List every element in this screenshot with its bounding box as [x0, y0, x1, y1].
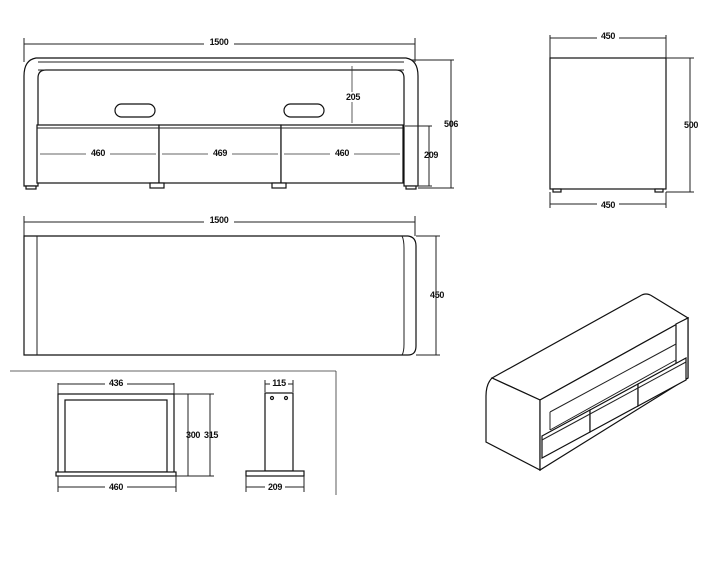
- foot-base: [245, 470, 305, 477]
- side-foot-left: [552, 188, 562, 193]
- side-foot-right: [654, 188, 664, 193]
- side-panel: [549, 57, 667, 190]
- front-foot-right: [271, 182, 287, 189]
- drawer-bottom-width-label: 460: [109, 482, 123, 492]
- overall-height-label: 506: [444, 119, 458, 129]
- front-view: 1500 460 469 460 205: [23, 36, 459, 190]
- cable-hole-right: [283, 103, 325, 118]
- drawer-top-width-label: 436: [109, 378, 123, 388]
- top-view-outline: [23, 235, 417, 356]
- foot-bolt-left: [269, 395, 275, 401]
- isometric-view: [485, 293, 690, 472]
- side-top-depth-label: 450: [601, 31, 615, 41]
- foot-top-width-label: 115: [272, 378, 286, 388]
- drawer-detail: 436 300 315 460: [55, 378, 219, 492]
- foot-base-width-label: 209: [268, 482, 282, 492]
- drawer-inner-height-label: 300: [186, 430, 200, 440]
- drawer-3-width-label: 460: [335, 148, 349, 158]
- side-bottom-depth-label: 450: [601, 200, 615, 210]
- iso-top: [490, 293, 690, 401]
- drawer-1-width-label: 460: [91, 148, 105, 158]
- foot-bolt-right: [283, 395, 289, 401]
- shelf-height-label: 205: [346, 92, 360, 102]
- drawer-box-inner: [64, 399, 168, 473]
- drawer-2-width-label: 469: [213, 148, 227, 158]
- drawer-box-base: [55, 471, 177, 477]
- foot-detail: 115 209: [245, 378, 305, 492]
- cable-hole-left: [114, 103, 156, 118]
- drawer-height-label: 209: [424, 150, 438, 160]
- side-height-label: 500: [684, 120, 698, 130]
- front-end-foot-left: [25, 185, 37, 190]
- iso-left-end: [485, 377, 541, 471]
- top-depth-label: 450: [430, 290, 444, 300]
- top-width-label: 1500: [210, 215, 229, 225]
- drawer-outer-height-label: 315: [204, 430, 218, 440]
- top-view: 1500 450: [23, 214, 445, 356]
- front-foot-left: [149, 182, 165, 189]
- foot-post: [264, 392, 294, 472]
- side-view: 450 500 450: [549, 31, 699, 210]
- iso-drawer-3: [637, 356, 687, 408]
- front-width-label: 1500: [210, 37, 229, 47]
